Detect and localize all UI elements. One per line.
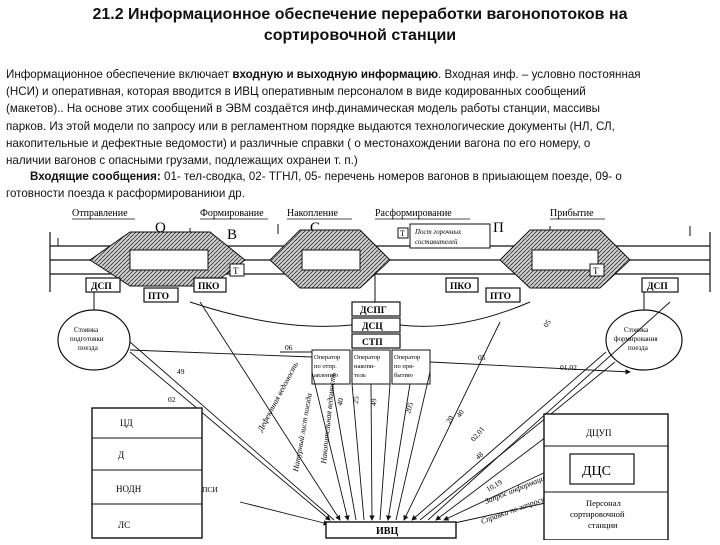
park-letter-o: О	[155, 220, 166, 236]
stp-box: СТП	[362, 338, 383, 348]
code-40-a: 40	[335, 397, 345, 406]
circle-left-line-1: Стоянка	[74, 326, 99, 334]
para-bold-io: входную и выходную информацию	[232, 68, 439, 81]
code-205: 205	[403, 401, 415, 414]
header-disbanding: Расформирование	[375, 208, 452, 219]
para-line-4: парков. Из этой модели по запросу или в …	[6, 119, 615, 133]
operator-2-line-2: накопи-	[354, 363, 376, 370]
circle-left-line-2: подготовки	[70, 335, 104, 343]
code-02-a: 02	[168, 395, 176, 404]
t-box-left: Т	[233, 266, 239, 276]
operator-2-line-3: тель	[354, 372, 366, 379]
operator-2-line-1: Оператор	[354, 354, 380, 361]
dsp-right: ДСП	[647, 282, 668, 292]
recipient-cd: ЦД	[120, 418, 133, 428]
para-line-7: 01- тел-сводка, 02- ТГНЛ, 05- перечень н…	[160, 170, 622, 183]
station-diagram: Отправление Формирование Накопление Расф…	[30, 202, 720, 541]
pto-left: ПТО	[148, 292, 169, 302]
t-box-right: Т	[593, 266, 599, 276]
incoming-messages-paragraph: Входящие сообщения: 01- тел-сводка, 02- …	[6, 168, 714, 202]
station-diagram-svg: Отправление Формирование Накопление Расф…	[49, 208, 711, 541]
pko-left: ПКО	[198, 282, 219, 292]
pko-right: ПКО	[450, 282, 471, 292]
header-accumulation: Накопление	[287, 208, 338, 219]
personnel-line-1: Персонал	[586, 498, 622, 508]
pto-right: ПТО	[490, 292, 511, 302]
title-line-2: сортировочной станции	[263, 27, 457, 44]
park-letter-v: В	[227, 227, 237, 243]
operator-1-line-2: по отпр.	[314, 363, 337, 370]
park-letter-s: С	[310, 220, 320, 236]
title-line-1: 21.2 Информационное обеспечение перерабо…	[92, 6, 628, 23]
operator-3-line-1: Оператор	[394, 354, 420, 361]
code-20: 20	[444, 414, 456, 425]
code-49-a: 49	[177, 367, 185, 376]
incoming-messages-label: Входящие сообщения:	[30, 170, 161, 183]
recipient-d: Д	[118, 450, 124, 460]
page-title: 21.2 Информационное обеспечение перерабо…	[0, 4, 720, 46]
recipient-ls: ЛС	[118, 520, 130, 530]
code-psi: ПСИ	[202, 485, 218, 494]
dspg-box: ДСПГ	[360, 306, 387, 316]
code-49-b: 49	[369, 398, 378, 406]
recipient-nodn: НОДН	[116, 484, 142, 494]
hump-t-box: Т	[400, 229, 405, 238]
para-line-6: наличии вагонов с опасными грузами, подл…	[6, 154, 358, 168]
header-arrival: Прибытие	[550, 208, 594, 219]
hump-post-box	[409, 223, 491, 249]
operator-1-line-1: Оператор	[314, 354, 340, 361]
header-formation: Формирование	[200, 208, 264, 219]
code-48: 48	[474, 450, 486, 462]
para-line-1a: Информационное обеспечение включает	[6, 68, 233, 81]
code-05-b: 05	[541, 318, 553, 330]
park-letter-p: П	[493, 220, 504, 236]
personnel-line-3: станции	[588, 520, 618, 530]
code-40-b: 40	[454, 408, 466, 420]
left-recipients-box	[91, 407, 203, 539]
ivc-box: ИВЦ	[376, 526, 398, 537]
circle-right-line-1: Стоянка	[624, 326, 649, 334]
header-departure: Отправление	[72, 208, 128, 219]
para-line-8: готовности поезда к расформированиюи др.	[6, 187, 245, 201]
dsp-left: ДСП	[91, 282, 112, 292]
code-05-a: 05	[478, 353, 486, 362]
para-line-1c: . Входная инф. – условно постоянная	[438, 68, 641, 81]
circle-left-line-3: поезда	[78, 344, 99, 352]
dsc-box: ДСЦ	[362, 322, 383, 332]
operator-3-line-3: бытию	[394, 372, 413, 379]
circle-right-line-2: формирования	[614, 335, 658, 343]
operator-1-line-3: авлению	[314, 372, 338, 379]
para-line-3: (макетов).. На основе этих сообщений в Э…	[6, 102, 601, 116]
recipient-dcs: ДЦС	[582, 464, 611, 479]
code-06: 06	[285, 343, 293, 352]
hump-post-label-2: составителей	[415, 238, 458, 246]
para-line-2: (НСИ) и оперативная, которая вводится в …	[6, 85, 586, 99]
personnel-line-2: сортировочной	[570, 509, 625, 519]
code-25: 25	[351, 396, 361, 405]
code-02-01: 02,01	[469, 424, 487, 443]
para-line-5: накопительные и дефектные ведомости) и р…	[6, 136, 591, 150]
recipient-dcup: ДЦУП	[586, 428, 612, 438]
code-01-02: 01,02	[560, 363, 577, 372]
operator-3-line-2: по при-	[394, 363, 415, 370]
label-accum-list: Накопительная ведомость	[319, 372, 338, 466]
circle-right-line-3: поезда	[628, 344, 649, 352]
intro-paragraph: Информационное обеспечение включает вход…	[6, 66, 714, 169]
hump-post-label-1: Пост горочных	[414, 228, 462, 236]
